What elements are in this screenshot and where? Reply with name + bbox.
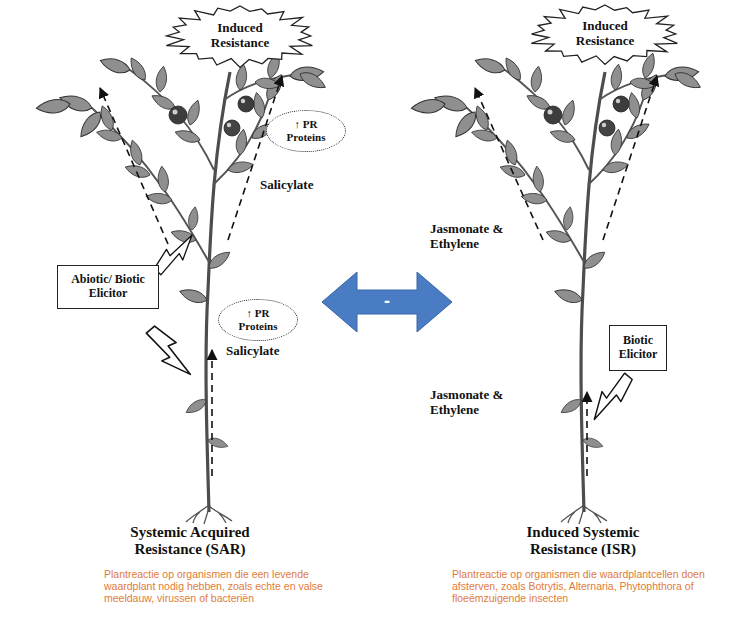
node-content: ↑ PR Proteins — [233, 307, 283, 332]
hormone-label: Jasmonate & Ethylene — [428, 222, 516, 252]
elicitor-box: Abiotic/ Biotic Elicitor — [57, 265, 159, 309]
node-text: Abiotic/ Biotic Elicitor — [63, 273, 153, 301]
node-text: ↑ PR Proteins — [233, 307, 283, 332]
elicitor-box: Biotic Elicitor — [609, 325, 667, 371]
signal-arrow — [211, 350, 213, 476]
resistance-heading: Systemic Acquired Resistance (SAR) — [110, 524, 270, 559]
starburst-shape — [166, 6, 312, 67]
node-text: Induced Resistance — [565, 19, 645, 49]
hormone-label: Salicylate — [224, 344, 281, 359]
node-content: Biotic Elicitor — [615, 334, 661, 362]
signal-arrows — [100, 76, 657, 476]
node-content: ↑ PR Proteins — [281, 118, 331, 143]
hormone-label: Salicylate — [258, 178, 315, 193]
note-text: Plantreactie op organismen die een leven… — [104, 568, 336, 604]
hormone-label: Jasmonate & Ethylene — [428, 388, 516, 418]
antagonism-sign: - — [367, 291, 407, 312]
node-content: Induced Resistance — [200, 21, 280, 51]
pr-proteins-oval: ↑ PR Proteins — [266, 110, 347, 153]
starburst-callout: Induced Resistance — [161, 3, 319, 69]
resistance-heading: Induced Systemic Resistance (ISR) — [503, 524, 663, 559]
node-text: Induced Resistance — [200, 21, 280, 51]
node-text: ↑ PR Proteins — [281, 118, 331, 143]
lightning-bolt — [585, 370, 636, 426]
lightning-bolt — [142, 322, 198, 383]
node-content: Induced Resistance — [565, 19, 645, 49]
signal-arrow — [586, 392, 588, 476]
starburst-callout: Induced Resistance — [526, 2, 684, 66]
signal-arrow — [228, 76, 282, 240]
signal-arrow — [100, 88, 168, 244]
node-text: Biotic Elicitor — [615, 334, 661, 362]
signal-arrow — [603, 76, 657, 240]
pr-proteins-oval: ↑ PR Proteins — [218, 299, 299, 342]
note-text: Plantreactie op organismen die waardplan… — [452, 568, 724, 604]
starburst-shape — [531, 5, 677, 64]
signal-arrow — [475, 88, 543, 240]
node-content: Abiotic/ Biotic Elicitor — [63, 273, 153, 301]
tomato-plant — [411, 52, 703, 524]
double-arrow — [322, 272, 452, 332]
